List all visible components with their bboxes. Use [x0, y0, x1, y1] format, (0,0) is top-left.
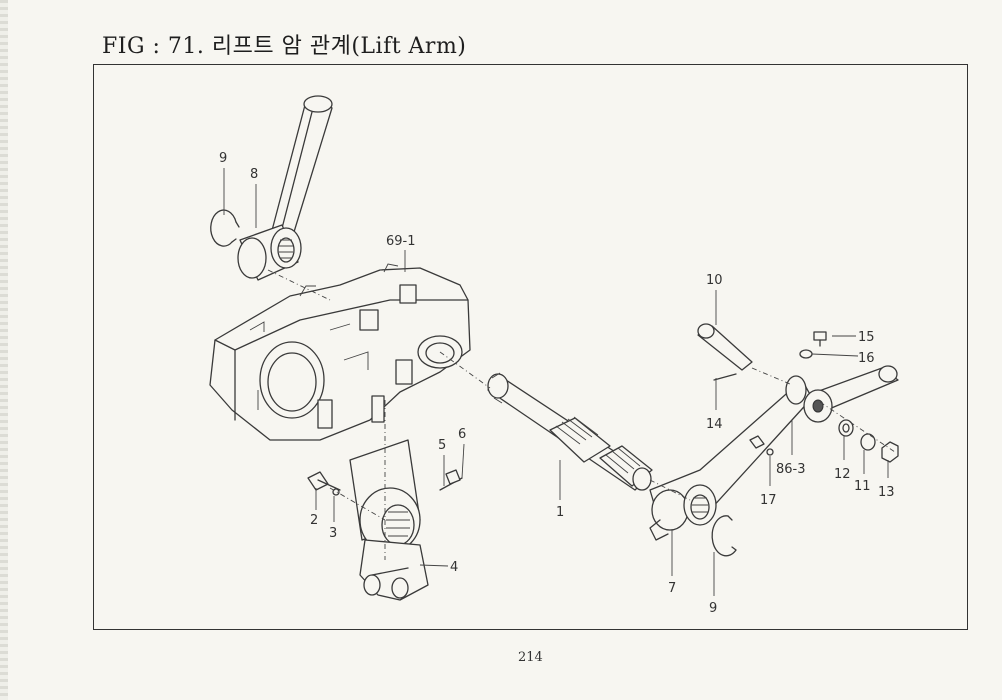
lift-arm-right	[649, 375, 813, 541]
washer-16	[799, 349, 813, 359]
callout-5: 5	[438, 438, 446, 453]
callout-13: 13	[878, 485, 895, 500]
pin-10	[697, 323, 753, 371]
callout-16: 16	[858, 351, 875, 366]
callout-2: 2	[310, 513, 318, 528]
grease-nipple-17	[749, 435, 774, 456]
callout-12: 12	[834, 467, 851, 482]
callout-8: 8	[250, 167, 258, 182]
lift-arm-lower	[349, 439, 429, 601]
callout-10: 10	[706, 273, 723, 288]
callout-17: 17	[760, 493, 777, 508]
washer-12	[838, 419, 854, 437]
callout-6: 6	[458, 427, 466, 442]
pin-14	[713, 373, 737, 381]
callout-4: 4	[450, 560, 458, 575]
nut-13	[881, 441, 899, 463]
callout-14: 14	[706, 417, 723, 432]
hub-86-3	[803, 365, 899, 423]
snap-ring-lower	[711, 515, 737, 557]
bolt-15	[813, 331, 827, 347]
callout-15: 15	[858, 330, 875, 345]
upper-lift-arm	[237, 95, 333, 281]
callout-9-upper: 9	[219, 151, 227, 166]
callout-69-1: 69-1	[386, 234, 416, 249]
page-number: 214	[518, 650, 543, 665]
bolt-5-6	[439, 469, 463, 491]
callout-labels: 9 8 69-1 10 15 16 14 86-3 12 11 13 17 5 …	[219, 151, 895, 616]
callout-3: 3	[329, 526, 337, 541]
callout-11: 11	[854, 479, 871, 494]
ring-11	[860, 433, 876, 451]
lift-case	[209, 263, 471, 441]
leader-lines	[223, 168, 889, 596]
callout-86-3: 86-3	[776, 462, 806, 477]
center-lines	[267, 269, 896, 560]
diagram-frame	[93, 64, 968, 630]
callout-1: 1	[556, 505, 564, 520]
callout-9-lower: 9	[709, 601, 717, 616]
scan-edge	[0, 0, 8, 700]
lift-shaft	[487, 372, 653, 491]
page-title: FIG : 71. 리프트 암 관계(Lift Arm)	[102, 34, 467, 59]
snap-ring-upper	[210, 209, 240, 247]
callout-7: 7	[668, 581, 676, 596]
bolt-2	[307, 471, 341, 496]
